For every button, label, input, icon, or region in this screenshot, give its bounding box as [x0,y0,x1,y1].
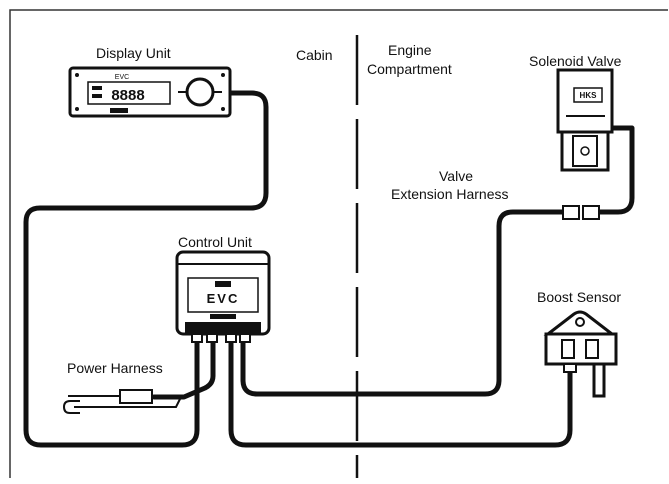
engine-compartment-label-line2: Compartment [367,61,452,77]
cabin-label: Cabin [296,47,333,63]
power-harness-wire [151,333,216,400]
boost-sensor-wire [228,333,573,448]
display-knob-icon [185,77,215,107]
extension-connector-left [562,205,580,220]
display-unit: EVC 8888 [68,66,232,118]
power-harness-label: Power Harness [67,360,163,376]
extension-connector-right [582,205,600,220]
ground-lead-wire [74,398,181,408]
solenoid-valve-label: Solenoid Valve [529,53,622,69]
solenoid-logo: HKS [580,91,598,100]
solenoid-valve: HKS [556,68,614,172]
diagram-frame [9,9,668,478]
control-logo: EVC [207,291,240,306]
valve-extension-label-line1: Valve [439,168,473,184]
display-readout: 8888 [111,87,144,104]
display-logo: EVC [115,74,129,81]
control-unit: EVC [175,250,271,343]
engine-compartment-label-line1: Engine [388,42,432,58]
control-unit-label: Control Unit [178,234,252,250]
ring-terminal-icon [62,400,80,414]
boost-sensor [543,310,618,398]
display-unit-label: Display Unit [96,45,171,61]
solenoid-lead-wire [597,125,635,215]
valve-harness-wire [240,209,565,397]
boost-sensor-label: Boost Sensor [537,289,622,305]
valve-extension-label-line2: Extension Harness [391,186,509,202]
power-fuse [119,389,153,404]
display-harness-wire [23,90,269,448]
